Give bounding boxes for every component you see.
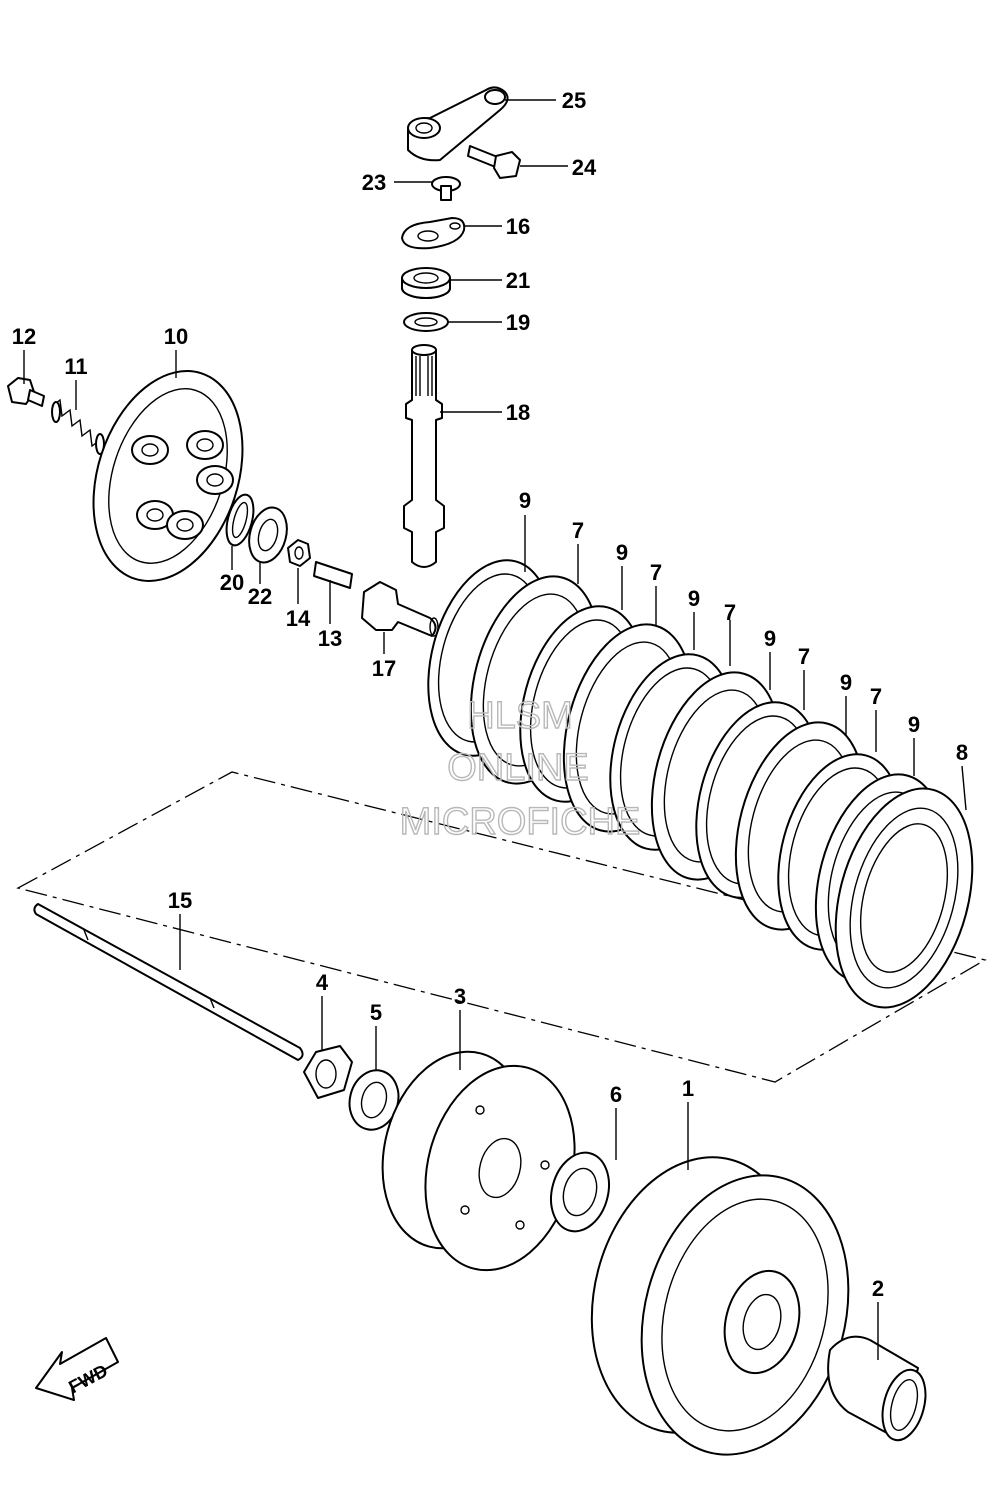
nut-22 <box>287 539 311 567</box>
watermark-line-1: HLSM <box>467 695 573 737</box>
screw-21 <box>313 561 353 589</box>
callout-19: 22 <box>248 584 272 609</box>
callout-23: 25 <box>562 88 586 113</box>
spring-11 <box>51 398 105 455</box>
callout-7e: 7 <box>870 684 882 709</box>
circlip-18 <box>225 493 255 547</box>
callout-labels: 25 24 23 16 21 19 18 12 11 10 20 22 14 1… <box>12 88 968 1301</box>
callout-18: 20 <box>220 570 244 595</box>
callout-9a: 9 <box>519 488 531 513</box>
screw-25 <box>431 176 461 201</box>
callout-11: 11 <box>64 354 87 379</box>
pushrod-13 <box>33 903 304 1061</box>
assembly-boundary <box>16 771 987 1083</box>
nut-4 <box>303 1045 353 1099</box>
callout-9d: 9 <box>764 626 776 651</box>
washer-17 <box>403 312 449 332</box>
callout-16: 18 <box>506 400 530 425</box>
callout-12: 12 <box>12 324 36 349</box>
release-shaft-16 <box>403 344 445 568</box>
plate-14 <box>401 217 466 250</box>
callout-7a: 7 <box>572 518 584 543</box>
callout-9b: 9 <box>616 540 628 565</box>
thrust-washer-6 <box>550 1151 610 1233</box>
watermark-line-2: ONLINE <box>447 747 588 789</box>
clutch-hub-3 <box>381 1050 576 1272</box>
callout-4: 4 <box>316 970 329 995</box>
callout-9c: 9 <box>688 586 700 611</box>
callout-15: 17 <box>372 656 396 681</box>
callout-7c: 7 <box>724 600 736 625</box>
callout-1: 1 <box>682 1076 694 1101</box>
release-rod-15 <box>361 581 439 637</box>
callout-14: 16 <box>506 214 530 239</box>
fwd-arrow-icon: FWD <box>35 1337 119 1401</box>
callout-7b: 7 <box>650 560 662 585</box>
spacer-2 <box>827 1335 927 1442</box>
callout-24: 24 <box>572 155 597 180</box>
callout-2: 2 <box>872 1276 884 1301</box>
release-arm-23 <box>407 86 509 162</box>
callout-22: 14 <box>286 606 311 631</box>
callout-13: 15 <box>168 888 192 913</box>
callout-20: 21 <box>506 268 530 293</box>
watermark-line-3: MICROFICHE <box>400 801 641 843</box>
callout-9e: 9 <box>840 670 852 695</box>
callout-9f: 9 <box>908 712 920 737</box>
callout-17: 19 <box>506 310 530 335</box>
callout-10: 10 <box>164 324 188 349</box>
oil-seal-20 <box>401 267 451 299</box>
bearing-19 <box>248 506 288 564</box>
friction-plate-stack <box>427 559 974 1009</box>
callout-21: 13 <box>318 626 342 651</box>
bolt-12 <box>7 377 45 407</box>
bolt-24 <box>467 145 521 179</box>
callout-8: 8 <box>956 740 968 765</box>
pressure-plate-10 <box>92 370 244 582</box>
clutch-housing-1 <box>590 1156 850 1456</box>
callout-25: 23 <box>362 170 386 195</box>
leader-lines <box>23 99 967 1360</box>
callout-6: 6 <box>610 1082 622 1107</box>
callout-5: 5 <box>370 1000 382 1025</box>
callout-3: 3 <box>454 984 466 1009</box>
callout-7d: 7 <box>798 644 810 669</box>
